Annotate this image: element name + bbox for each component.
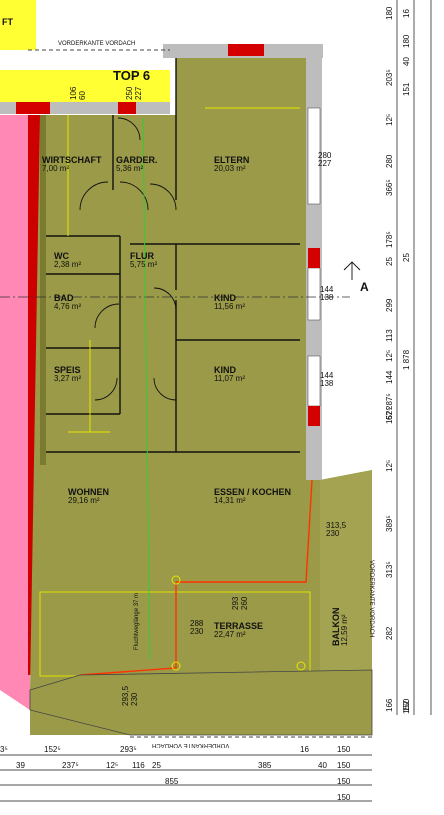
rc1-label: 313⁵ [385, 561, 394, 578]
note-293: 293 [231, 596, 240, 610]
railing-lines [79, 479, 313, 676]
vordach-label-bottom: VORDERKANTE VORDACH [152, 742, 230, 748]
post-3 [296, 661, 306, 671]
note-230b: 230 [130, 692, 139, 706]
bottom-dim-label: 385 [258, 761, 272, 770]
note-2935: 293,5 [121, 685, 130, 706]
rc1-label: 166 [385, 698, 394, 712]
rc1-label: 280 [385, 154, 394, 168]
bottom-dim-label: 39 [16, 761, 25, 770]
bottom-dim-label: 150 [337, 777, 351, 786]
rc1-label: 180 [385, 6, 394, 20]
bottom-dim-label: 152⁵ [44, 745, 61, 754]
east-red-2 [308, 406, 320, 426]
dimension-lines [0, 0, 432, 802]
post-1 [171, 575, 181, 585]
door-swings [79, 117, 177, 401]
bottom-dim-label: 855 [165, 777, 179, 786]
west-wall-upper [40, 115, 46, 465]
rc2-label: 40 [402, 57, 411, 66]
apartment-floor [30, 56, 372, 735]
corner-fragment: FT [2, 17, 13, 27]
section-marker: A [360, 280, 369, 294]
bottom-dim-label: 150 [337, 793, 351, 802]
rc1-label: 178⁵ [385, 231, 394, 248]
section-arrow [343, 261, 361, 280]
rc1-label: 299 [385, 298, 394, 312]
rc1-label: 366⁵ [385, 179, 394, 196]
east-window-1 [307, 107, 321, 205]
bottom-dim-label: 25 [152, 761, 161, 770]
rc1-label: 152⁵ [385, 407, 394, 424]
post-2 [171, 661, 181, 671]
note-60: 60 [78, 91, 87, 100]
rc1-label: 144 [385, 370, 394, 384]
bottom-dim-label: 293⁵ [120, 745, 137, 754]
rc1-label: 12⁵ [385, 113, 394, 126]
room-garderobe: GARDER.5,36 m² [116, 155, 158, 174]
note-227: 227 [134, 86, 143, 100]
top-balcony-strip [0, 70, 170, 102]
bottom-dim-label: 116 [132, 761, 145, 770]
rc1-label: 113 [385, 329, 394, 342]
top-window-2 [118, 102, 136, 114]
note-106: 106 [69, 86, 78, 100]
note-260: 260 [240, 596, 249, 610]
bottom-dim-label: 40 [318, 761, 327, 770]
note-250: 250 [125, 86, 134, 100]
north-window [228, 44, 264, 56]
fixture-outlines [67, 107, 300, 433]
bottom-dim-label: 3⁵ [0, 745, 8, 754]
interior-walls [46, 58, 300, 453]
unit-label: TOP 6 [113, 68, 151, 83]
rc2-label: 16 [402, 9, 411, 18]
rc1-label: 282 [385, 626, 394, 640]
rc1-label: 12⁵ [385, 349, 394, 362]
vordach-label-top: VORDERKANTE VORDACH [58, 41, 136, 47]
rc1-label: 25 [385, 257, 394, 266]
east-window-3 [307, 355, 321, 407]
neighbor-unit-pink [0, 115, 30, 710]
rc2-label: 1 878 [402, 349, 411, 370]
bottom-dim-label: 16 [300, 745, 309, 754]
vordach-slab [29, 669, 373, 736]
bottom-dim-label: 150 [337, 745, 351, 754]
bottom-dim-label: 150 [337, 761, 351, 770]
bottom-dim-label: 237⁵ [62, 761, 79, 770]
rc1-label: 203⁵ [385, 69, 394, 86]
escape-route-line [142, 117, 151, 661]
rc1-label: 12⁵ [385, 459, 394, 472]
rc2-label: 151 [402, 82, 411, 96]
rc2-label: 25 [402, 253, 411, 262]
bottom-dim-label: 12⁵ [106, 761, 119, 770]
neighbor-unit-area [0, 0, 36, 50]
vordach-label-right: VORDERKANTE VORDACH [368, 560, 374, 638]
rc1-label: 389⁵ [385, 515, 394, 532]
rc2-label: 180 [402, 34, 411, 48]
top-window-1 [16, 102, 50, 114]
rc2-label: 150 [402, 698, 411, 712]
east-red-1 [308, 248, 320, 268]
balcony-floor [320, 470, 372, 735]
escape-route-label: Fluchtweglänge 37 m [134, 592, 140, 650]
east-window-2 [307, 267, 321, 321]
